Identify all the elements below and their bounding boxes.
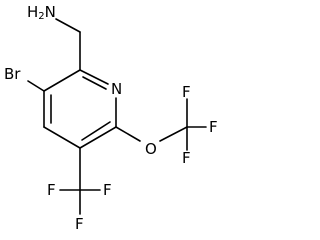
bond-ch2-nh2 [55, 18, 81, 33]
bond-c6-o [115, 126, 141, 142]
bromine-label: Br [4, 65, 21, 83]
bonds [27, 18, 207, 215]
ocf3-fluorine-top-label: F [182, 83, 191, 101]
bond-c2-n1-double [82, 76, 107, 90]
ocf3-fluorine-right-label: F [209, 118, 218, 136]
atom-labels: H2N Br N O F F F F F F [4, 3, 218, 233]
cf3-fluorine-bottom-label: F [75, 215, 84, 233]
bond-c2-n1 [79, 69, 109, 85]
cf3-fluorine-left-label: F [47, 181, 56, 199]
ring-nitrogen-label: N [111, 80, 122, 98]
bond-c5-c4 [43, 126, 81, 149]
bond-c6-c5-double [81, 121, 111, 141]
bond-o-c [159, 126, 188, 142]
bond-c3-c2 [43, 69, 81, 92]
bond-c3-br [27, 80, 45, 92]
ether-oxygen-label: O [145, 140, 157, 158]
chemical-structure-diagram: H2N Br N O F F F F F F [4, 3, 218, 233]
bond-c6-c5 [79, 126, 117, 149]
cf3-fluorine-right-label: F [103, 181, 112, 199]
amine-label: H2N [27, 3, 56, 22]
ocf3-fluorine-bottom-label: F [182, 149, 191, 167]
